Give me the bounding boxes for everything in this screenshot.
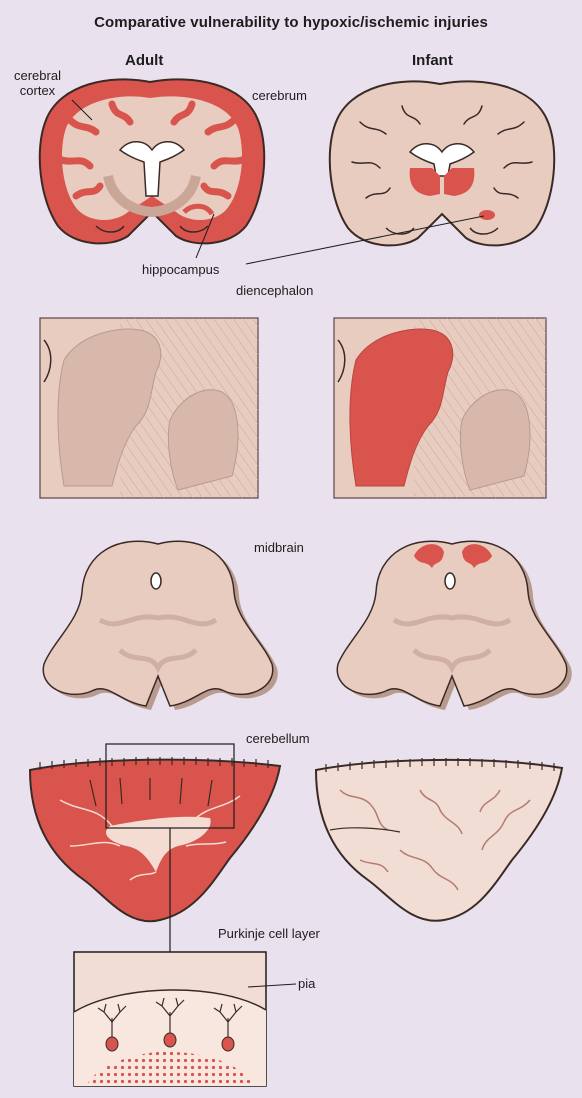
figure-title: Comparative vulnerability to hypoxic/isc… [94,14,488,31]
cerebrum-adult [38,78,266,259]
diencephalon-adult-thalamus [57,328,162,487]
purkinje-cell-3 [213,1003,243,1052]
cerebellum-adult-white-matter [105,816,211,872]
pia-surface [73,989,267,1013]
midbrain-infant-colliculus-lesion-left [414,544,444,568]
cerebrum-infant [245,80,556,265]
cerebrum-infant-ventricle [408,143,476,177]
diencephalon-infant [333,317,547,499]
cerebellum-infant-outline [314,758,564,922]
midbrain-adult [42,540,278,710]
midbrain-infant-aqueduct [444,572,456,590]
diencephalon-infant-thalamus-lesion [349,328,454,487]
midbrain-adult-outline [42,540,274,707]
label-cerebellum: cerebellum [246,731,310,746]
purkinje-inset [73,951,297,1087]
midbrain-infant-outline [336,540,568,707]
cerebrum-infant-basal-ganglia-lesion [409,168,475,196]
cerebrum-adult-ventricle [118,141,186,197]
label-diencephalon: diencephalon [236,283,314,298]
cerebrum-adult-hippocampus [182,203,215,216]
label-cerebral-cortex: cerebral cortex [14,68,61,98]
midbrain-infant-colliculus-lesion-right [462,544,492,568]
cerebrum-infant-hippocampus-lesion [479,210,495,220]
purkinje-cell-2 [155,997,185,1048]
column-header-infant: Infant [412,52,453,69]
cerebellum-adult [28,743,282,952]
purkinje-cell-1 [97,1003,127,1052]
diencephalon-adult [39,317,259,499]
cerebellum-infant [314,758,564,922]
label-midbrain: midbrain [254,540,304,555]
label-pia: pia [298,976,316,991]
midbrain-adult-aqueduct [150,572,162,590]
label-hippocampus: hippocampus [142,262,220,277]
label-purkinje-cell-layer: Purkinje cell layer [218,926,320,941]
label-cerebrum: cerebrum [252,88,307,103]
midbrain-infant [336,540,572,710]
column-header-adult: Adult [125,52,164,69]
